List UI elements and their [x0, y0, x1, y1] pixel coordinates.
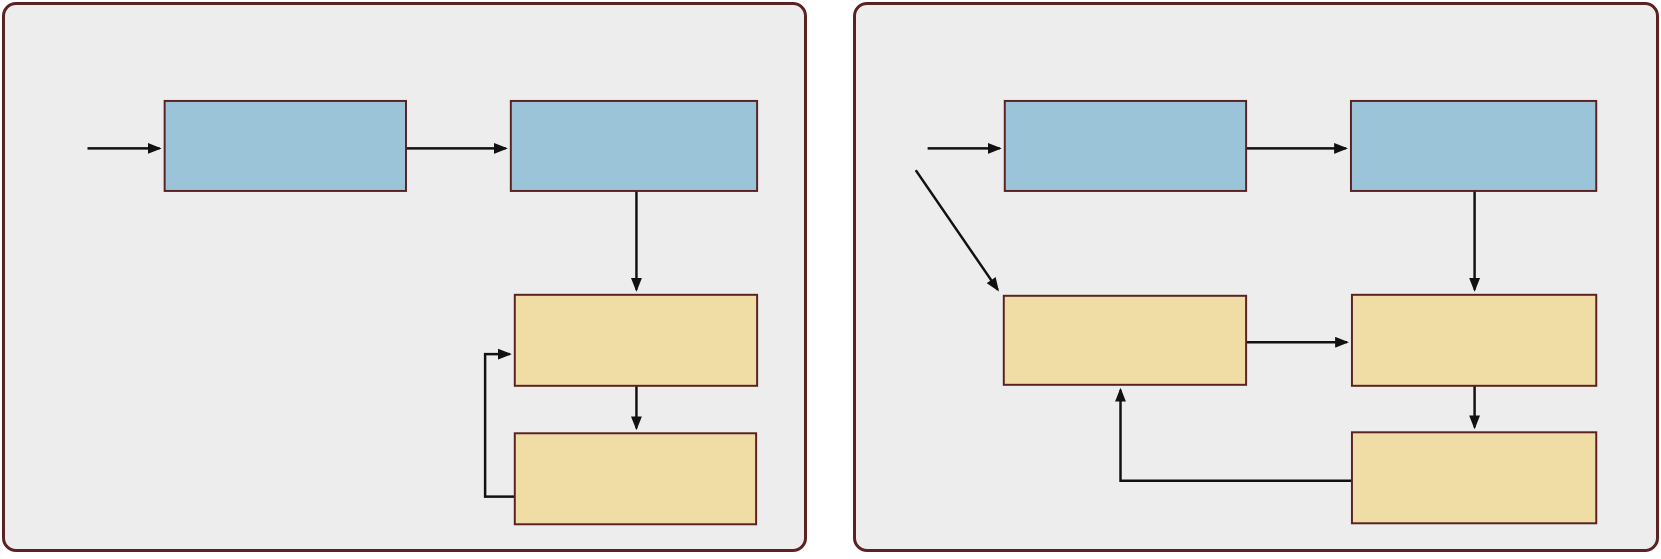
flow-panel-left: [2, 2, 807, 552]
left-tan-box-2: [513, 432, 758, 526]
right-feedback-loop-arrow: [1115, 387, 1352, 482]
left-blue-box-2: [509, 99, 759, 192]
flow-panel-right: [853, 2, 1659, 552]
left-tan-box-1: [513, 293, 759, 387]
right-blue-box-1: [1003, 99, 1248, 192]
right-diagonal-arrow: [914, 169, 999, 292]
right-tan-box-3: [1350, 431, 1598, 525]
right-blue-box-2: [1349, 99, 1598, 192]
left-blue-box-1: [163, 99, 407, 192]
right-tan-box-2: [1350, 293, 1598, 387]
flow-panel-right-svg: [914, 99, 1598, 525]
right-tan-box-1: [1002, 294, 1248, 386]
flow-panel-left-svg: [87, 99, 759, 526]
left-feedback-loop-arrow: [483, 348, 515, 498]
